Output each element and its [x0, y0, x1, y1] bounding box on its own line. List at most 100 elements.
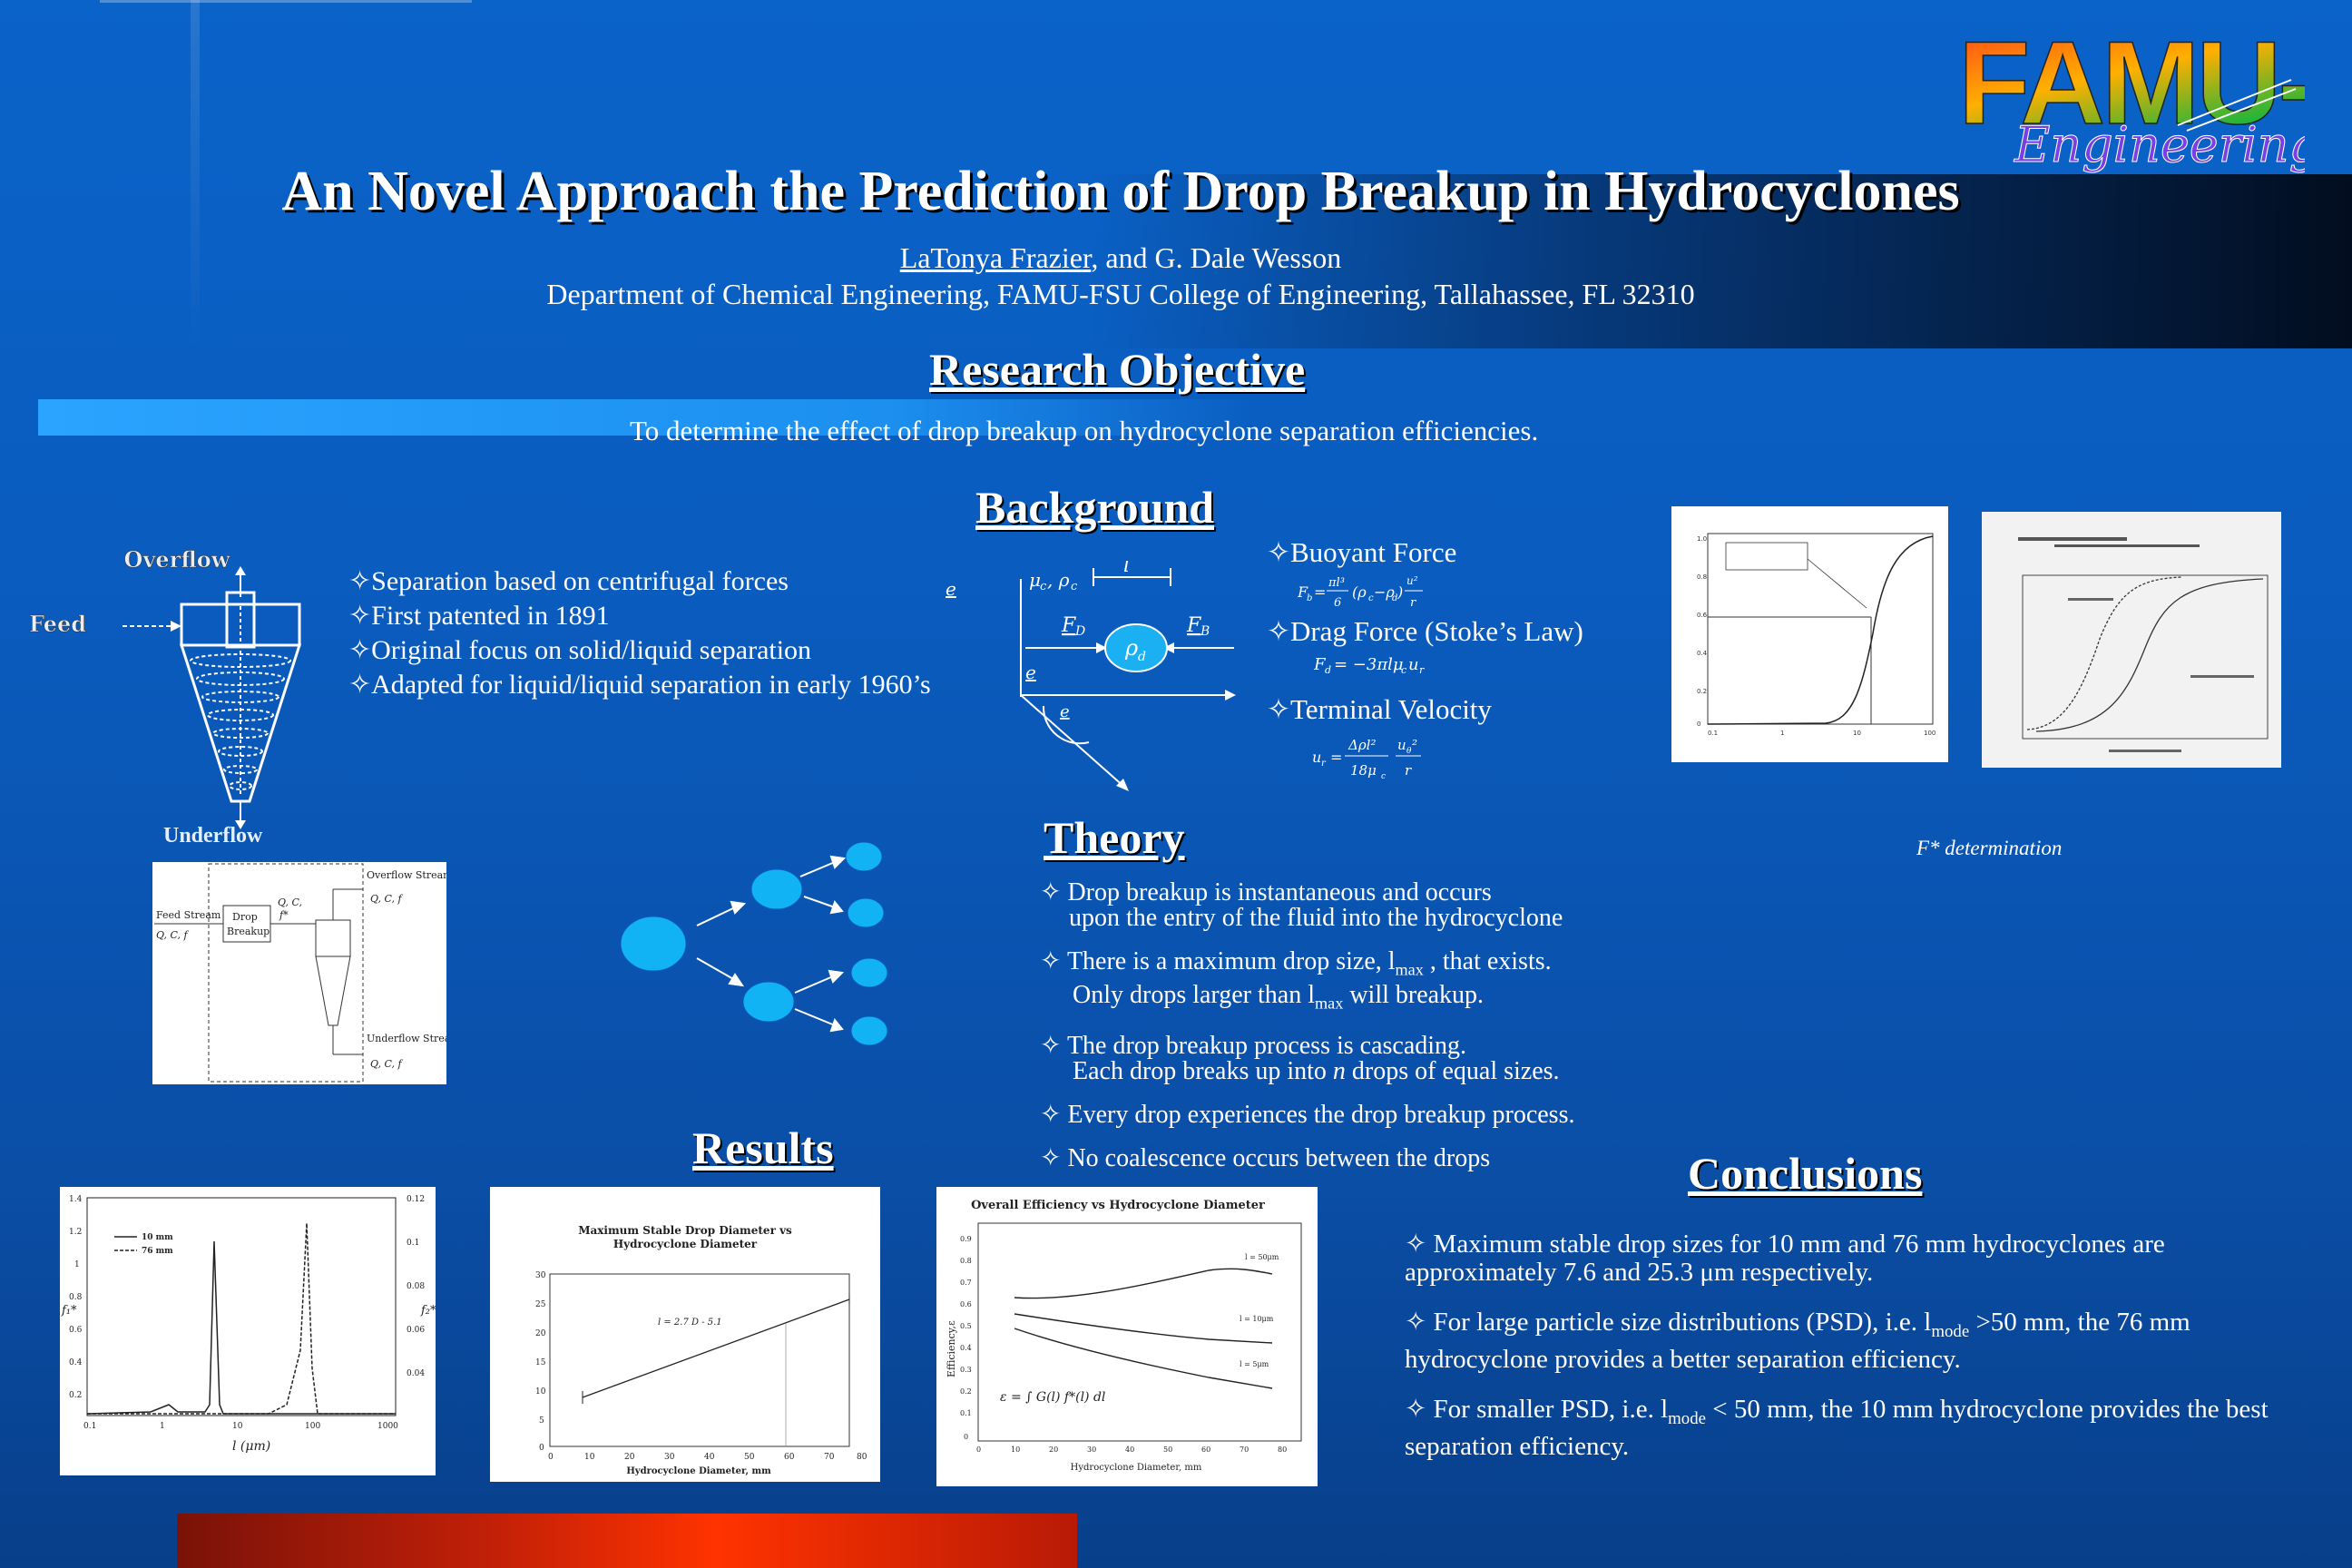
psd-legend-76mm: 76 mm — [142, 1247, 173, 1256]
conclusion-item: ✧ For large particle size distributions … — [1405, 1308, 2190, 1374]
svg-text:= −3πlμ: = −3πlμ — [1334, 655, 1404, 674]
author-rest: , and G. Dale Wesson — [1091, 241, 1342, 274]
svg-text:−ρ: −ρ — [1374, 583, 1395, 601]
theory-item-line: Each drop breaks up into n drops of equa… — [1073, 1057, 1560, 1086]
svg-text:=: = — [1314, 583, 1326, 601]
svg-text:0.5: 0.5 — [960, 1322, 972, 1330]
svg-text:u: u — [1312, 749, 1321, 766]
objective-heading: Research Objective — [929, 344, 1306, 395]
child-drop — [750, 868, 803, 910]
svg-text:l = 50μm: l = 50μm — [1245, 1253, 1279, 1261]
grandchild-drop — [847, 897, 885, 928]
svg-text:60: 60 — [1201, 1446, 1210, 1454]
logo-graphic: FAMU-FSU Engineering — [1957, 15, 2352, 173]
svg-text:u: u — [1408, 655, 1419, 674]
svg-text:F: F — [1061, 614, 1076, 637]
theory-item-line: Only drops larger than lmax will breakup… — [1073, 980, 1485, 1013]
svg-text:20: 20 — [535, 1329, 546, 1338]
svg-text:0.04: 0.04 — [407, 1369, 425, 1378]
svg-text:70: 70 — [824, 1453, 835, 1462]
theory-item: ✧ The drop breakup process is cascading.… — [1040, 1034, 1574, 1084]
svg-text:Q, C,: Q, C, — [278, 897, 302, 908]
top-rule — [100, 0, 472, 3]
objective-accent-band — [38, 399, 1254, 436]
svg-text:1.0: 1.0 — [1697, 535, 1707, 543]
hydrocyclone-sketch: Overflow Feed — [27, 543, 327, 851]
bullet-item: ✧Original focus on solid/liquid separati… — [348, 635, 812, 665]
svg-text:0.6: 0.6 — [69, 1326, 83, 1335]
svg-text:l = 5μm: l = 5μm — [1240, 1360, 1269, 1368]
svg-text:25: 25 — [535, 1300, 546, 1309]
logo-sub-text: Engineering — [2014, 116, 2305, 173]
svg-text:ρ: ρ — [1124, 635, 1138, 661]
svg-text:0: 0 — [548, 1453, 554, 1462]
chart2-title: Overall Efficiency vs Hydrocyclone Diame… — [971, 1199, 1265, 1212]
svg-text:l: l — [1123, 561, 1130, 577]
svg-text:0.9: 0.9 — [960, 1235, 972, 1243]
svg-text:0.1: 0.1 — [407, 1239, 419, 1248]
svg-text:0.4: 0.4 — [69, 1358, 83, 1367]
svg-text:Breakup: Breakup — [227, 926, 270, 937]
svg-text:Maximum Stable Drop Diameter v: Maximum Stable Drop Diameter vs — [578, 1224, 792, 1237]
chart2-y-label: Efficiency,ε — [946, 1320, 957, 1377]
svg-text:πl³: πl³ — [1328, 576, 1345, 590]
underflow-label: Underflow — [163, 824, 263, 848]
psd-x-label: l (μm) — [232, 1439, 270, 1454]
svg-text:d: d — [1138, 650, 1146, 664]
svg-text:0.8: 0.8 — [960, 1257, 972, 1265]
svg-text:Q, C, f: Q, C, f — [370, 893, 403, 905]
svg-text:10: 10 — [1011, 1446, 1020, 1454]
fstar-plot-right — [1982, 512, 2281, 768]
theory-item: ✧ Drop breakup is instantaneous and occu… — [1040, 880, 1574, 931]
svg-text:f₁*: f₁* — [61, 1304, 77, 1318]
objective-text: To determine the effect of drop breakup … — [630, 415, 1539, 446]
svg-text:40: 40 — [1125, 1446, 1134, 1454]
svg-text:d: d — [1325, 664, 1331, 676]
department-line: Department of Chemical Engineering, FAMU… — [546, 278, 1695, 310]
svg-text:μ: μ — [1029, 569, 1041, 591]
svg-text:F: F — [1298, 583, 1308, 601]
theory-item: ✧ No coalescence occurs between the drop… — [1040, 1144, 1491, 1173]
svg-text:10: 10 — [535, 1387, 546, 1396]
svg-text:6: 6 — [1334, 596, 1341, 610]
results-heading: Results — [692, 1122, 834, 1173]
svg-text:B: B — [1200, 624, 1210, 639]
svg-text:18μ: 18μ — [1350, 762, 1377, 779]
svg-text:15: 15 — [535, 1358, 546, 1367]
child-drop — [742, 981, 795, 1023]
svg-text:0.8: 0.8 — [1697, 573, 1707, 581]
conclusions-heading: Conclusions — [1688, 1148, 1923, 1199]
overflow-stream-label: Overflow Stream — [367, 869, 446, 881]
svg-text:1: 1 — [74, 1260, 80, 1269]
bottom-accent-bar — [177, 1514, 1077, 1568]
svg-text:1000: 1000 — [377, 1422, 398, 1431]
fstar-caption: F* determination — [1916, 837, 2063, 859]
header-dark-band — [1089, 174, 2352, 348]
svg-text:r: r — [1405, 762, 1412, 779]
conclusion-item: ✧ Maximum stable drop sizes for 10 mm an… — [1405, 1230, 2165, 1287]
feed-stream-label: Feed Stream — [156, 909, 221, 921]
svg-text:10: 10 — [232, 1422, 243, 1431]
svg-text:1.2: 1.2 — [69, 1228, 82, 1237]
svg-text:80: 80 — [857, 1453, 867, 1462]
svg-text:0.1: 0.1 — [83, 1422, 96, 1431]
svg-text:0.2: 0.2 — [69, 1391, 82, 1400]
svg-text:20: 20 — [1049, 1446, 1058, 1454]
svg-text:b: b — [1307, 593, 1312, 603]
conclusions-body: ✧ Maximum stable drop sizes for 10 mm an… — [1405, 1230, 2312, 1483]
svg-text:=: = — [1330, 749, 1342, 766]
bullet-item: ✧Separation based on centrifugal forces — [348, 566, 789, 596]
svg-text:0.7: 0.7 — [960, 1279, 972, 1287]
svg-text:80: 80 — [1278, 1446, 1287, 1454]
svg-text:r: r — [1419, 664, 1425, 676]
overflow-label: Overflow — [124, 546, 231, 573]
svg-text:0.4: 0.4 — [960, 1344, 972, 1352]
svg-text:0.08: 0.08 — [407, 1282, 425, 1291]
svg-text:30: 30 — [1087, 1446, 1096, 1454]
svg-text:5: 5 — [539, 1416, 544, 1426]
svg-text:0.1: 0.1 — [1708, 730, 1718, 737]
svg-text:0.6: 0.6 — [1697, 612, 1708, 619]
svg-text:0: 0 — [1697, 720, 1700, 728]
svg-text:d: d — [1392, 593, 1397, 603]
